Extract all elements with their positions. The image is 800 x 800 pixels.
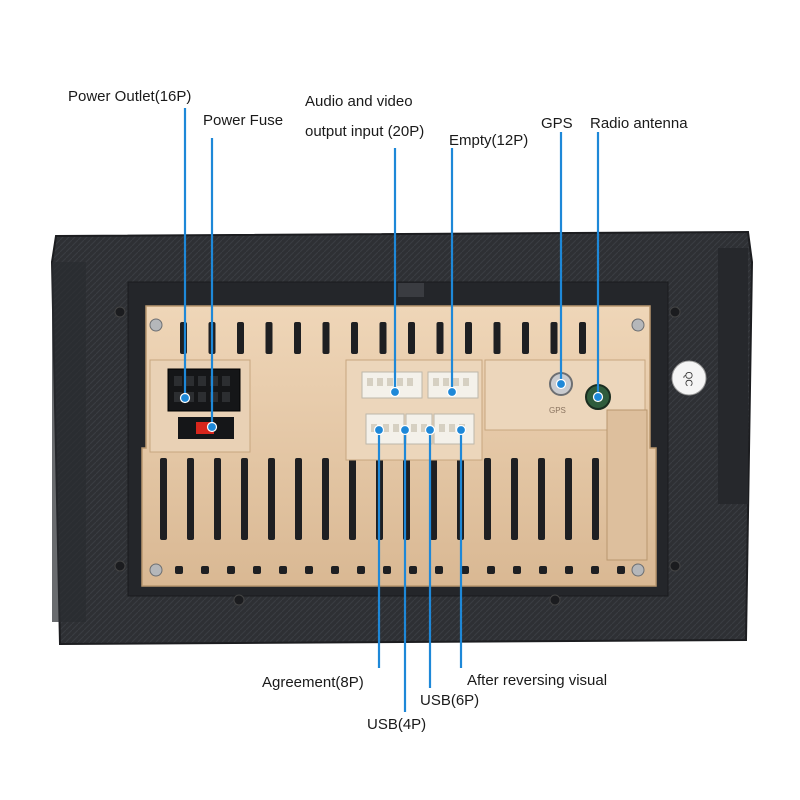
- lower-vent-slot: [565, 458, 572, 540]
- bottom-hole: [409, 566, 417, 574]
- label-power-outlet: Power Outlet(16P): [68, 88, 191, 106]
- upper-vent-slot: [408, 322, 415, 354]
- upper-vent-slot: [551, 322, 558, 354]
- lower-vent-slot: [592, 458, 599, 540]
- bottom-hole: [461, 566, 469, 574]
- lower-vent-slot: [214, 458, 221, 540]
- bottom-hole: [565, 566, 573, 574]
- lower-vent-slot: [187, 458, 194, 540]
- upper-vent-slot: [351, 322, 358, 354]
- bottom-hole: [253, 566, 261, 574]
- lower-vent-slot: [322, 458, 329, 540]
- label-av-line2: output input (20P): [305, 123, 424, 141]
- lower-vent-slot: [241, 458, 248, 540]
- side-block: [607, 410, 647, 560]
- qc-sticker-label: QC: [679, 372, 697, 387]
- upper-vent-slot: [465, 322, 472, 354]
- label-empty: Empty(12P): [449, 132, 528, 150]
- upper-vent-slot: [380, 322, 387, 354]
- bottom-hole: [383, 566, 391, 574]
- lower-vent-slot: [295, 458, 302, 540]
- label-radio-antenna: Radio antenna: [590, 115, 688, 133]
- gps-jack-label: GPS: [549, 402, 566, 420]
- bottom-hole: [513, 566, 521, 574]
- upper-vent-slot: [494, 322, 501, 354]
- bottom-hole: [175, 566, 183, 574]
- bottom-hole: [227, 566, 235, 574]
- bottom-hole: [487, 566, 495, 574]
- label-agreement: Agreement(8P): [262, 674, 364, 692]
- top-tab: [398, 283, 424, 297]
- upper-vent-slot: [294, 322, 301, 354]
- upper-vent-slot: [266, 322, 273, 354]
- lower-vent-slot: [349, 458, 356, 540]
- bottom-hole: [435, 566, 443, 574]
- lower-vent-slot: [538, 458, 545, 540]
- lower-vent-slot: [511, 458, 518, 540]
- lower-vent-slot: [484, 458, 491, 540]
- lower-vent-slot: [160, 458, 167, 540]
- bottom-hole: [279, 566, 287, 574]
- bottom-hole: [539, 566, 547, 574]
- upper-vent-slot: [323, 322, 330, 354]
- upper-vent-slot: [579, 322, 586, 354]
- power-outlet-connector: [168, 369, 240, 411]
- label-gps: GPS: [541, 115, 573, 133]
- bottom-hole: [617, 566, 625, 574]
- bottom-hole: [305, 566, 313, 574]
- upper-vent-slot: [237, 322, 244, 354]
- upper-vent-slot: [437, 322, 444, 354]
- upper-vents: [180, 322, 586, 354]
- bottom-hole: [201, 566, 209, 574]
- label-av-line1: Audio and video: [305, 93, 413, 111]
- lower-vent-slot: [268, 458, 275, 540]
- label-usb4: USB(4P): [367, 716, 426, 734]
- label-after-reversing: After reversing visual: [467, 672, 607, 690]
- right-side-rail: [718, 248, 748, 504]
- left-side-rail: [52, 262, 86, 622]
- bottom-hole: [591, 566, 599, 574]
- upper-vent-slot: [522, 322, 529, 354]
- bottom-hole: [357, 566, 365, 574]
- label-power-fuse: Power Fuse: [203, 112, 283, 130]
- bottom-hole: [331, 566, 339, 574]
- label-usb6: USB(6P): [420, 692, 479, 710]
